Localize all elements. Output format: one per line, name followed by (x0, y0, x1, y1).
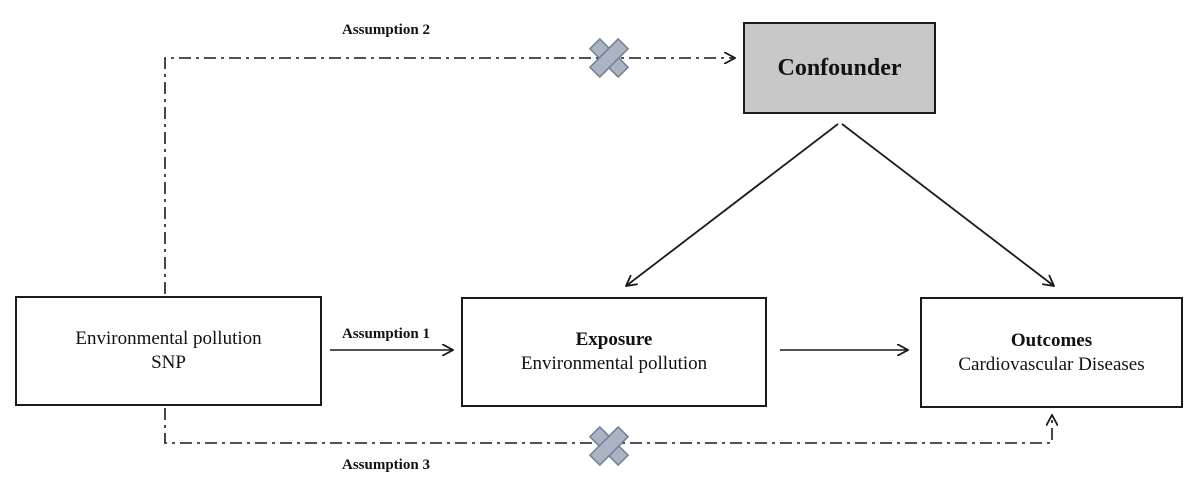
cross-icon (588, 37, 630, 79)
exposure-box: Exposure Environmental pollution (461, 297, 767, 407)
assumption-2-path (164, 58, 735, 294)
instrument-line1: Environmental pollution (75, 328, 262, 349)
assumption-2-label: Assumption 2 (342, 22, 430, 38)
cross-icon (588, 425, 630, 467)
outcomes-box: Outcomes Cardiovascular Diseases (920, 297, 1183, 408)
confounder-to-exposure-arrow (626, 123, 839, 286)
confounder-label: Confounder (777, 54, 902, 81)
confounder-to-outcome-arrow (841, 123, 1054, 286)
exposure-text: Environmental pollution (520, 353, 708, 374)
assumption-1-label: Assumption 1 (342, 326, 430, 342)
confounder-box: Confounder (743, 22, 936, 114)
exposure-heading: Exposure (575, 329, 653, 350)
assumption-3-label: Assumption 3 (342, 457, 430, 473)
outcomes-text: Cardiovascular Diseases (958, 353, 1145, 375)
instrument-line2: SNP (151, 352, 186, 373)
instrument-box: Environmental pollution SNP (15, 296, 322, 406)
outcomes-heading: Outcomes (1010, 329, 1093, 351)
